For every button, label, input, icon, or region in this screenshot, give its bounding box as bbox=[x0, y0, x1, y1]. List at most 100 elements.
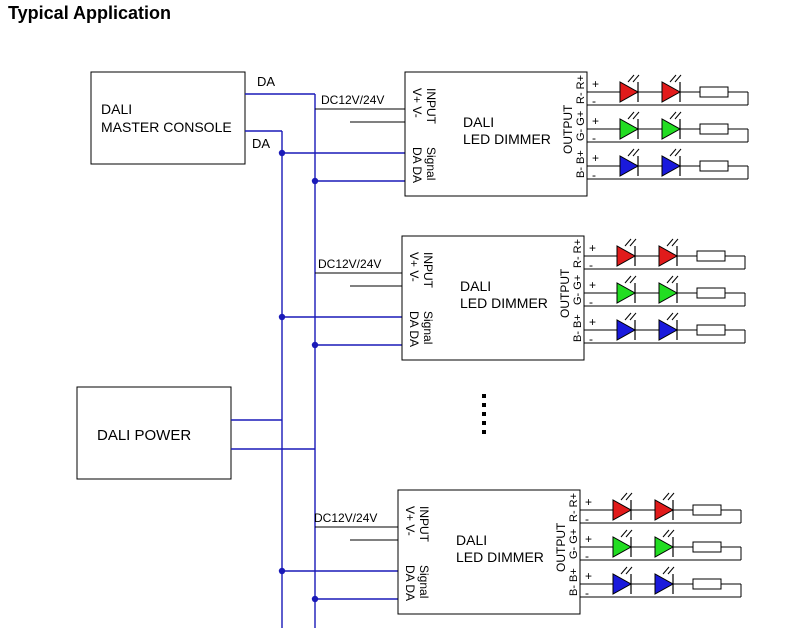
signal-label: Signal bbox=[417, 565, 431, 598]
led-ray bbox=[662, 529, 670, 538]
master-console-line1: DALI bbox=[101, 101, 132, 117]
led-icon bbox=[619, 118, 640, 140]
resistor bbox=[696, 250, 726, 262]
led-icon bbox=[654, 573, 675, 595]
led-ray bbox=[669, 74, 677, 83]
led-ray bbox=[671, 275, 679, 284]
led-ray bbox=[620, 492, 628, 501]
input-pins: V+ V- bbox=[403, 506, 417, 536]
dimmer-name-line1: DALI bbox=[456, 532, 487, 548]
da-label-2: DA bbox=[252, 136, 270, 151]
dimmer-box bbox=[404, 71, 588, 197]
junction-dot bbox=[311, 595, 319, 603]
led-icon bbox=[661, 81, 682, 103]
signal-pins: DA DA bbox=[403, 565, 417, 601]
da-label-1: DA bbox=[257, 74, 275, 89]
minus-sign: - bbox=[589, 295, 593, 309]
led-ray bbox=[671, 238, 679, 247]
minus-sign: - bbox=[592, 131, 596, 145]
led-ray bbox=[667, 492, 675, 501]
signal-pins: DA DA bbox=[407, 311, 421, 347]
input-pins: V+ V- bbox=[410, 88, 424, 118]
dimmer-box bbox=[401, 235, 585, 361]
junction-dot bbox=[278, 149, 286, 157]
diagram-title: Typical Application bbox=[8, 3, 172, 23]
channel-pins: G- G+ bbox=[575, 111, 587, 141]
plus-sign: + bbox=[592, 77, 599, 91]
led-ray bbox=[624, 312, 632, 321]
channel-pins: R- R+ bbox=[575, 75, 587, 104]
channel-pins: G- G+ bbox=[568, 529, 580, 559]
input-label: INPUT bbox=[421, 252, 435, 289]
master-console: DALI MASTER CONSOLE bbox=[90, 71, 246, 165]
dali-power: DALI POWER bbox=[76, 386, 232, 480]
plus-sign: + bbox=[589, 278, 596, 292]
led-icon bbox=[658, 282, 679, 304]
plus-sign: + bbox=[585, 495, 592, 509]
dimmer-name-line1: DALI bbox=[460, 278, 491, 294]
led-ray bbox=[667, 566, 675, 575]
resistor bbox=[692, 578, 722, 590]
output-channel: G- G+ + - bbox=[575, 111, 749, 145]
channel-pins: G- G+ bbox=[572, 275, 584, 305]
led-icon bbox=[661, 155, 682, 177]
output-channel: G- G+ + - bbox=[572, 275, 746, 309]
led-ray bbox=[625, 492, 633, 501]
led-ray bbox=[632, 111, 640, 120]
output-label: OUTPUT bbox=[561, 104, 575, 154]
dimmer-name-line1: DALI bbox=[463, 114, 494, 130]
led-ray bbox=[669, 111, 677, 120]
plus-sign: + bbox=[592, 151, 599, 165]
led-ray bbox=[671, 312, 679, 321]
supply-label: DC12V/24V bbox=[321, 93, 384, 107]
output-channel: R- R++- bbox=[572, 238, 746, 272]
minus-sign: - bbox=[585, 549, 589, 563]
plus-sign: + bbox=[589, 315, 596, 329]
supply-label: DC12V/24V bbox=[314, 511, 377, 525]
master-console-line2: MASTER CONSOLE bbox=[101, 119, 232, 135]
led-icon bbox=[654, 499, 675, 521]
output-channel: R- R+ + - bbox=[575, 74, 749, 108]
resistor bbox=[699, 86, 729, 98]
led-ray bbox=[625, 529, 633, 538]
dimmer-name-line2: LED DIMMER bbox=[463, 131, 551, 147]
channel-pins: B- B+ bbox=[572, 314, 584, 342]
led-ray bbox=[627, 111, 635, 120]
led-ray bbox=[627, 74, 635, 83]
led-ray bbox=[629, 312, 637, 321]
plus-sign: + bbox=[592, 114, 599, 128]
minus-sign: - bbox=[585, 586, 589, 600]
output-channel: B- B++- bbox=[575, 148, 749, 182]
led-ray bbox=[629, 238, 637, 247]
led-ray bbox=[632, 74, 640, 83]
led-ray bbox=[629, 275, 637, 284]
dali-bus bbox=[231, 93, 316, 628]
minus-sign: - bbox=[585, 512, 589, 526]
input-label: INPUT bbox=[424, 88, 438, 125]
signal-pins: DA DA bbox=[410, 147, 424, 183]
junction-dot bbox=[311, 177, 319, 185]
junction-dot bbox=[311, 341, 319, 349]
led-icon bbox=[616, 245, 637, 267]
resistor bbox=[699, 123, 729, 135]
junction-dot bbox=[278, 313, 286, 321]
led-ray bbox=[627, 148, 635, 157]
minus-sign: - bbox=[592, 94, 596, 108]
led-ray bbox=[669, 148, 677, 157]
output-channel: B- B+ + - bbox=[568, 566, 742, 600]
plus-sign: + bbox=[585, 569, 592, 583]
led-ray bbox=[667, 529, 675, 538]
junction-dot bbox=[278, 567, 286, 575]
dali-power-label: DALI POWER bbox=[97, 427, 191, 444]
signal-label: Signal bbox=[424, 147, 438, 180]
resistor bbox=[692, 541, 722, 553]
led-ray bbox=[666, 238, 674, 247]
led-icon bbox=[612, 536, 633, 558]
led-ray bbox=[620, 566, 628, 575]
supply-label: DC12V/24V bbox=[318, 257, 381, 271]
dimmer-name-line2: LED DIMMER bbox=[460, 295, 548, 311]
channel-pins: B- B+ bbox=[568, 568, 580, 596]
